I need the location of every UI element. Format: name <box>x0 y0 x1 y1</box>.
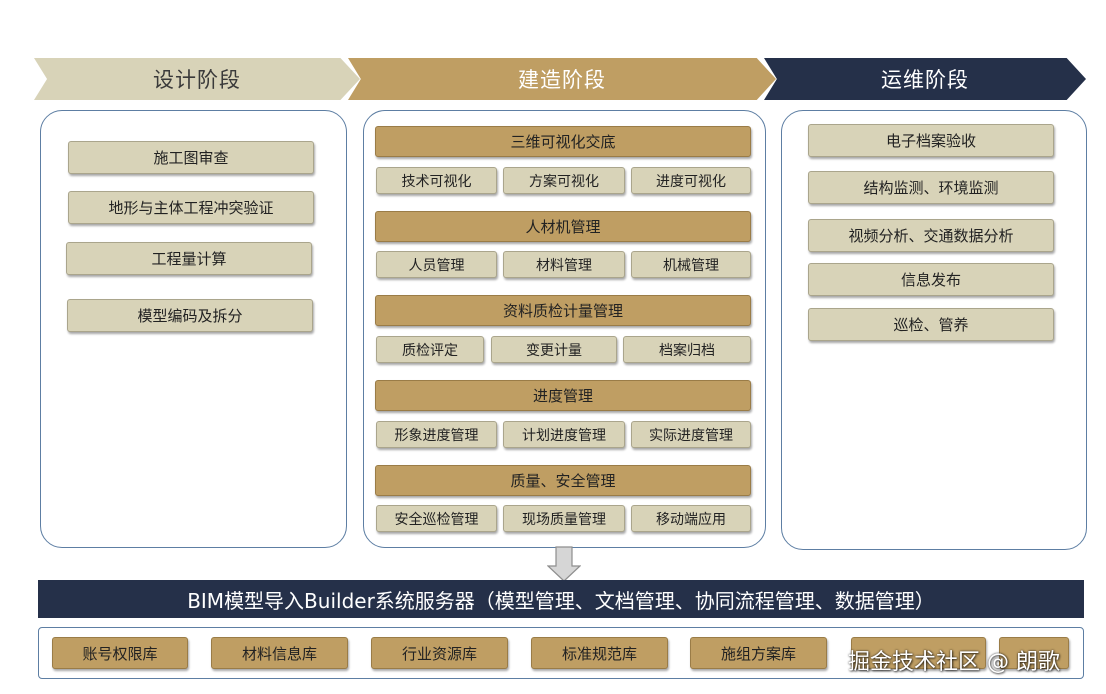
database-item: 施组方案库 <box>690 637 827 669</box>
build-group-item: 机械管理 <box>631 251 751 278</box>
database-panel <box>38 627 1084 679</box>
build-group-item: 材料管理 <box>503 251 625 278</box>
design-item: 模型编码及拆分 <box>67 299 313 332</box>
phase-design-arrow: 设计阶段 <box>34 58 360 100</box>
server-label: BIM模型导入Builder系统服务器（模型管理、文档管理、协同流程管理、数据管… <box>187 588 935 613</box>
build-group-item: 人员管理 <box>376 251 497 278</box>
phase-ops-arrow: 运维阶段 <box>764 58 1086 100</box>
build-group-item: 技术可视化 <box>376 167 497 194</box>
build-group-item: 方案可视化 <box>503 167 625 194</box>
ops-item: 信息发布 <box>808 263 1054 296</box>
server-bar: BIM模型导入Builder系统服务器（模型管理、文档管理、协同流程管理、数据管… <box>38 580 1084 618</box>
build-group-item: 变更计量 <box>491 336 617 363</box>
build-group-item: 进度可视化 <box>631 167 751 194</box>
build-group-title: 三维可视化交底 <box>375 126 751 157</box>
ops-item: 巡检、管养 <box>808 308 1054 341</box>
database-item: 账号权限库 <box>52 637 188 669</box>
build-group-item: 安全巡检管理 <box>376 505 497 532</box>
build-group-item: 移动端应用 <box>631 505 751 532</box>
design-item: 施工图审查 <box>68 141 314 174</box>
ops-item: 结构监测、环境监测 <box>808 171 1054 204</box>
database-item: 行业资源库 <box>371 637 508 669</box>
build-group-title: 进度管理 <box>375 380 751 411</box>
build-group-title: 人材机管理 <box>375 211 751 242</box>
phase-build-arrow: 建造阶段 <box>348 58 776 100</box>
down-arrow-icon <box>547 546 581 582</box>
build-group-item: 现场质量管理 <box>503 505 625 532</box>
build-group-title: 资料质检计量管理 <box>375 295 751 326</box>
build-group-item: 质检评定 <box>376 336 484 363</box>
phase-build-label: 建造阶段 <box>518 68 606 92</box>
phase-design-label: 设计阶段 <box>153 68 241 92</box>
design-item: 工程量计算 <box>66 242 312 275</box>
build-group-title: 质量、安全管理 <box>375 465 751 496</box>
design-item: 地形与主体工程冲突验证 <box>68 191 314 224</box>
ops-item: 电子档案验收 <box>808 124 1054 157</box>
watermark: 掘金技术社区 @ 朗歌 <box>848 650 1060 675</box>
phase-ops-label: 运维阶段 <box>881 68 969 92</box>
database-item <box>851 637 986 669</box>
database-item: 标准规范库 <box>531 637 668 669</box>
database-item <box>999 637 1069 669</box>
ops-item: 视频分析、交通数据分析 <box>808 219 1054 252</box>
build-group-item: 实际进度管理 <box>631 421 751 448</box>
build-group-item: 形象进度管理 <box>376 421 497 448</box>
build-group-item: 计划进度管理 <box>503 421 625 448</box>
build-group-item: 档案归档 <box>623 336 751 363</box>
database-item: 材料信息库 <box>211 637 348 669</box>
